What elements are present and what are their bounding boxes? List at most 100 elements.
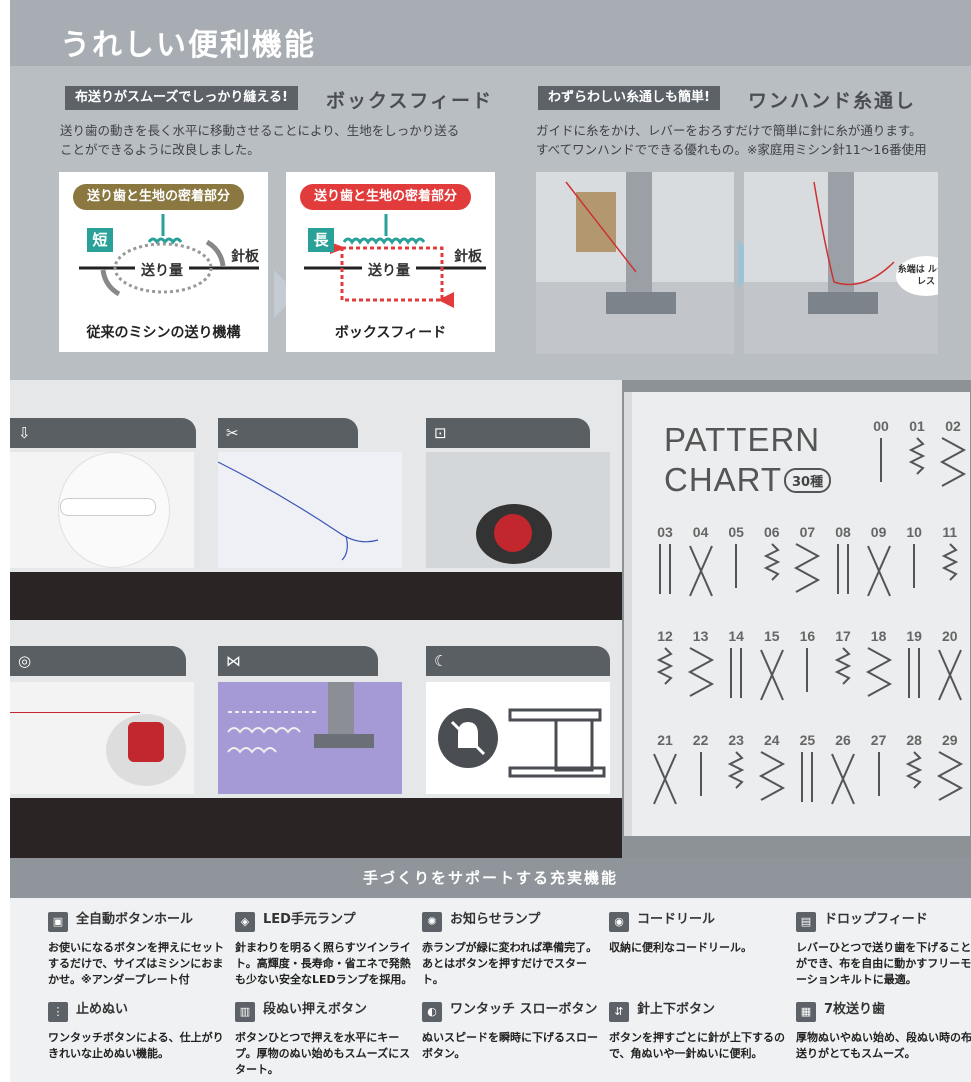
led-lamp-icon: ◈ bbox=[235, 912, 255, 932]
pattern-number: 12 bbox=[657, 628, 673, 644]
page-title: うれしい便利機能 bbox=[60, 28, 316, 63]
stitch-pattern-glyph bbox=[831, 753, 855, 805]
quiet-mode-illustration bbox=[426, 682, 610, 794]
bobbin-cover-photo bbox=[10, 452, 194, 568]
stitch-pattern-glyph bbox=[865, 647, 892, 697]
stitch-pattern-glyph bbox=[659, 544, 671, 594]
support-feature-head: ◈ LED手元ランプ bbox=[235, 910, 415, 934]
support-feature-description: ボタンを押すごとに針が上下するので、角ぬいや一針ぬいに便利。 bbox=[609, 1031, 785, 1060]
pattern-number: 27 bbox=[870, 732, 887, 748]
pattern-number: 08 bbox=[835, 524, 851, 540]
support-feature-title: 全自動ボタンホール bbox=[76, 912, 194, 927]
support-feature: ▥段ぬい押えボタンボタンひとつで押えを水平にキープ。厚物のぬい始めもスムーズにス… bbox=[235, 1000, 415, 1078]
support-feature-head: ▥ 段ぬい押えボタン bbox=[235, 1000, 415, 1024]
conventional-caption: 従来のミシンの送り機構 bbox=[86, 325, 241, 341]
box-feed-card: 送り歯と生地の密着部分 長 送り量 針板 ボックスフィード bbox=[286, 172, 495, 352]
support-feature: ▣全自動ボタンホールお使いになるボタンを押えにセットするだけで、サイズはミシンに… bbox=[48, 910, 228, 988]
pattern-number: 01 bbox=[909, 418, 925, 434]
stitch-pattern-glyph bbox=[908, 437, 926, 475]
pattern-number: 24 bbox=[764, 732, 780, 748]
support-feature: ⇵針上下ボタンボタンを押すごとに針が上下するので、角ぬいや一針ぬいに便利。 bbox=[609, 1000, 789, 1062]
pattern-number: 28 bbox=[906, 732, 922, 748]
support-feature-description: 厚物ぬいやぬい始め、段ぬい時の布送りがとてもスムーズ。 bbox=[796, 1031, 971, 1060]
notice-lamp-icon: ✺ bbox=[422, 912, 442, 932]
support-feature-title: 7枚送り歯 bbox=[824, 1002, 886, 1017]
feed-amount-label-red: 送り量 bbox=[362, 260, 416, 280]
support-feature-head: ⇵針上下ボタン bbox=[609, 1000, 789, 1024]
bobbin-winding-icon: ◎ bbox=[18, 652, 32, 670]
stitch-pattern-glyph bbox=[730, 648, 743, 698]
support-feature-title: LED手元ランプ bbox=[263, 912, 356, 927]
support-feature-head: ◐ワンタッチ スローボタン bbox=[422, 1000, 602, 1024]
support-feature: ✺お知らせランプ赤ランプが緑に変われば準備完了。あとはボタンを押すだけでスタート… bbox=[422, 910, 602, 988]
panel-label-6: ☾ bbox=[426, 646, 610, 676]
threading-title: ワンハンド糸通し bbox=[748, 90, 917, 112]
support-feature-head: ▣ 全自動ボタンホール bbox=[48, 910, 228, 934]
stitch-pattern-glyph bbox=[913, 544, 916, 588]
support-feature-title: 止めぬい bbox=[76, 1002, 129, 1017]
stitch-pattern-glyph bbox=[834, 647, 852, 685]
support-feature: ▤ドロップフィードレバーひとつで送り歯を下げることができ、布を自由に動かすフリー… bbox=[796, 910, 971, 988]
stitch-pattern-glyph bbox=[837, 544, 849, 594]
stitch-rows-illustration bbox=[227, 682, 374, 754]
stitch-pattern-glyph bbox=[866, 545, 891, 597]
pattern-number: 16 bbox=[799, 628, 816, 644]
stitch-pattern-glyph bbox=[801, 752, 814, 802]
pattern-chart-title: PATTERN CHART bbox=[664, 421, 821, 498]
caption-bar-1 bbox=[10, 572, 622, 620]
thread-cutter-icon: ✂ bbox=[226, 424, 239, 442]
support-feature-description: レバーひとつで送り歯を下げることができ、布を自由に動かすフリーモーションキルトに… bbox=[796, 941, 971, 986]
red-bobbin bbox=[494, 514, 532, 552]
support-feature-description: ワンタッチボタンによる、仕上がりきれいな止めぬい機能。 bbox=[48, 1031, 224, 1060]
cord-reel-icon: ◉ bbox=[609, 912, 629, 932]
pattern-number: 13 bbox=[692, 628, 709, 644]
panel-label-3: ⊡ bbox=[426, 418, 590, 448]
stitch-pattern-glyph bbox=[937, 649, 962, 701]
panel-label-5: ⋈ bbox=[218, 646, 378, 676]
pattern-number: 03 bbox=[657, 524, 673, 540]
thread-illustration bbox=[218, 461, 379, 561]
pattern-number: 04 bbox=[692, 524, 709, 540]
stitch-pattern-glyph bbox=[687, 647, 714, 697]
pattern-number: 22 bbox=[692, 732, 709, 748]
stitch-pattern-glyph bbox=[735, 544, 738, 588]
short-label: 短 bbox=[87, 228, 113, 252]
support-feature-description: ぬいスピードを瞬時に下げるスローボタン。 bbox=[422, 1031, 598, 1060]
box-feed-title: ボックスフィード bbox=[326, 90, 494, 112]
bobbin-case-photo bbox=[426, 452, 610, 568]
stitch-pattern-glyph bbox=[806, 648, 809, 692]
support-feature-title: コードリール bbox=[637, 912, 716, 927]
pattern-number: 29 bbox=[942, 732, 958, 748]
stitch-sample-photo bbox=[218, 682, 402, 794]
threading-tag: わずらわしい糸通しも簡単! bbox=[538, 86, 720, 110]
stitch-pattern-glyph bbox=[653, 753, 677, 805]
feed-dog-icon: ▦ bbox=[796, 1002, 816, 1022]
stitch-pattern-glyph bbox=[908, 648, 921, 698]
pattern-number: 02 bbox=[945, 418, 961, 434]
contact-pill: 送り歯と生地の密着部分 bbox=[73, 184, 245, 210]
pattern-count-badge: 30種 bbox=[784, 468, 832, 493]
threading-photo-after: 糸端は ループレス bbox=[744, 172, 938, 354]
support-section: 手づくりをサポートする充実機能 ▣全自動ボタンホールお使いになるボタンを押えにセ… bbox=[10, 858, 971, 1082]
panel-label-1: ⇩ bbox=[10, 418, 196, 448]
support-feature-title: ドロップフィード bbox=[824, 912, 928, 927]
middle-section: ⇩ ✂ ⊡ ◎ ⋈ ☾ bbox=[10, 380, 971, 858]
loopless-bubble: 糸端は ループレス bbox=[896, 256, 938, 296]
stitch-pattern-glyph bbox=[939, 437, 967, 487]
feed-amount-label: 送り量 bbox=[135, 260, 189, 280]
long-label: 長 bbox=[308, 228, 334, 252]
pattern-number: 26 bbox=[835, 732, 851, 748]
pattern-number: 07 bbox=[799, 524, 816, 540]
support-feature-title: 段ぬい押えボタン bbox=[263, 1002, 368, 1017]
threading-description: ガイドに糸をかけ、レバーをおろすだけで簡単に針に糸が通ります。 すべてワンハンド… bbox=[536, 123, 927, 157]
stitch-pattern-glyph bbox=[936, 751, 963, 801]
buttonhole-icon: ▣ bbox=[48, 912, 68, 932]
stitch-pattern-glyph bbox=[905, 751, 923, 789]
stitch-pattern-glyph bbox=[699, 752, 702, 796]
thread-sample-photo bbox=[218, 452, 402, 568]
stitch-pattern-glyph bbox=[877, 752, 880, 796]
level-presser-icon: ▥ bbox=[235, 1002, 255, 1022]
stitch-pattern-glyph bbox=[941, 543, 959, 581]
stitch-pattern-glyph bbox=[880, 438, 882, 482]
stitch-pattern-glyph bbox=[758, 751, 785, 801]
